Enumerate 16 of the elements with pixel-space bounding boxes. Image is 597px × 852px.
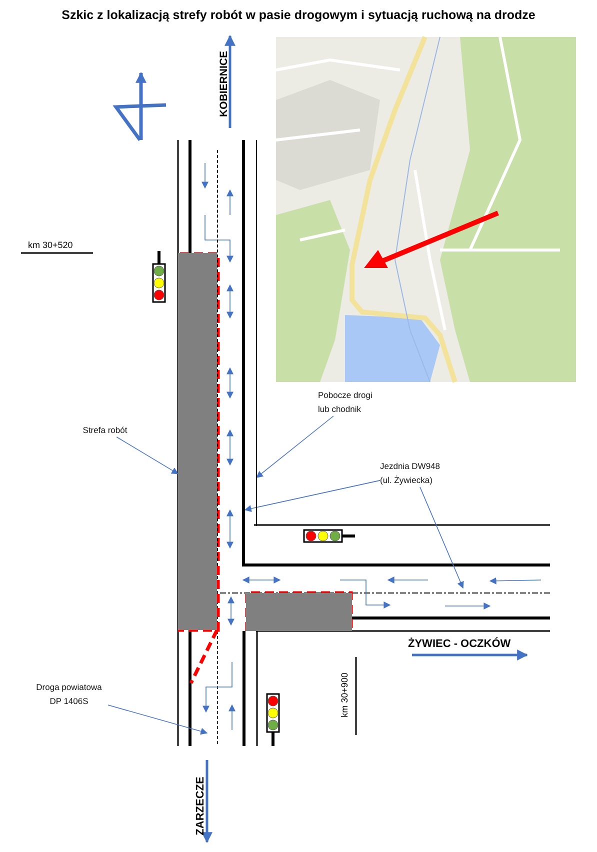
kilometre-label: km 30+520	[28, 240, 73, 250]
road-name: ŻYWIEC - OCZKÓW	[408, 638, 511, 650]
callout-label: Droga powiatowa DP 1406S	[30, 680, 108, 708]
roadway-lane	[217, 150, 245, 566]
leader-line	[420, 486, 464, 589]
kilometre-label: km 30+900	[339, 672, 349, 718]
callout-label: Pobocze drogi lub chodnik	[318, 388, 384, 416]
title: Szkic z lokalizacją strefy robót w pasie drogowym i sytuacją ruchową na drodze	[60, 8, 536, 22]
leader-line	[108, 704, 208, 735]
callout-label: Jezdnia DW948 (ul. Żywiecka)	[380, 459, 448, 487]
road-name: ZARZECZE	[194, 776, 206, 836]
road-name: KOBIERNICE	[218, 51, 230, 117]
leader-line	[244, 480, 380, 512]
leader-line	[256, 416, 334, 478]
work-zone-label: Strefa robót	[70, 423, 140, 437]
leader-line	[116, 436, 179, 474]
